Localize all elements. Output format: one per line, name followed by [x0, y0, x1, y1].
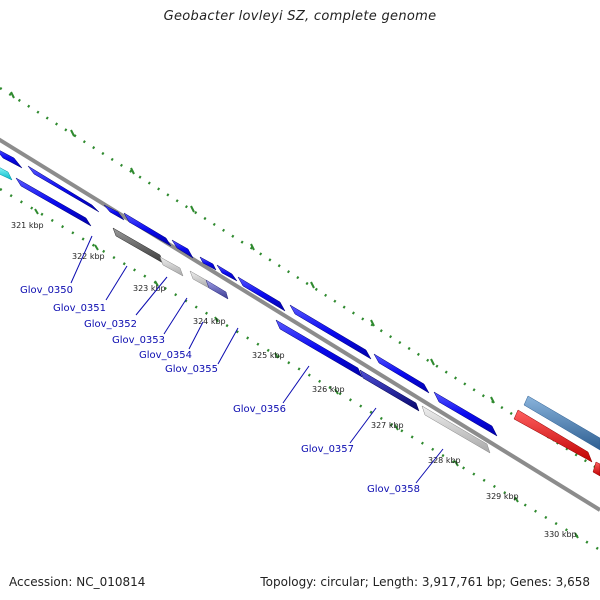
inner-major-ticks	[34, 208, 579, 539]
gene-label-glov-0351: Glov_0351	[53, 303, 106, 314]
gene-label-glov-0355: Glov_0355	[165, 364, 218, 375]
kbp-label: 329 kbp	[486, 492, 519, 501]
cds-outer-6	[216, 264, 238, 282]
cds-inner-2	[159, 256, 184, 277]
cds-inner-6	[359, 369, 420, 412]
cds-outer-10	[433, 391, 498, 437]
cds-inner-red-2	[592, 461, 600, 477]
kbp-label: 322 kbp	[72, 252, 105, 261]
genome-backbone	[0, 137, 600, 512]
gene-labels: Glov_0350 Glov_0351 Glov_0352 Glov_0353 …	[20, 285, 420, 495]
kbp-label: 321 kbp	[11, 221, 44, 230]
cds-outer-5	[199, 256, 217, 271]
accession-text: Accession: NC_010814	[9, 575, 146, 589]
map-title: Geobacter lovleyi SZ, complete genome	[163, 9, 437, 24]
cds-inner-4	[205, 279, 229, 300]
cds-inner-cyan	[0, 167, 13, 181]
cds-inner-red	[513, 409, 593, 463]
gene-label-glov-0353: Glov_0353	[112, 335, 165, 346]
kbp-label: 323 kbp	[133, 284, 166, 293]
gene-label-glov-0356: Glov_0356	[233, 404, 286, 415]
forward-strand-features	[0, 150, 600, 451]
reverse-strand-features	[0, 167, 600, 477]
cds-outer-9	[373, 353, 430, 394]
cds-outer-0	[0, 150, 23, 169]
gene-label-glov-0354: Glov_0354	[139, 350, 192, 361]
cds-outer-2	[103, 204, 125, 221]
cds-outer-1	[27, 165, 100, 213]
outer-tick-ring	[0, 86, 600, 472]
gene-label-glov-0350: Glov_0350	[20, 285, 73, 296]
kbp-labels: 321 kbp 322 kbp 323 kbp 324 kbp 325 kbp …	[11, 221, 577, 539]
kbp-label: 327 kbp	[371, 421, 404, 430]
cds-inner-0	[15, 177, 92, 227]
cds-outer-11	[523, 395, 600, 451]
kbp-label: 328 kbp	[428, 456, 461, 465]
gene-leader-lines	[70, 235, 444, 484]
cds-outer-3	[123, 212, 172, 247]
cds-outer-7	[237, 276, 286, 312]
kbp-label: 324 kbp	[193, 317, 226, 326]
kbp-label: 325 kbp	[252, 351, 285, 360]
gene-label-glov-0357: Glov_0357	[301, 444, 354, 455]
cds-outer-4	[171, 239, 194, 259]
topology-text: Topology: circular; Length: 3,917,761 bp…	[260, 575, 590, 589]
cds-inner-3	[189, 270, 210, 289]
gene-label-glov-0358: Glov_0358	[367, 484, 420, 495]
outer-major-ticks	[10, 91, 555, 442]
kbp-label: 330 kbp	[544, 530, 577, 539]
cds-outer-8	[289, 304, 372, 360]
gene-label-glov-0352: Glov_0352	[84, 319, 137, 330]
cds-inner-5	[275, 319, 363, 378]
cds-inner-7	[421, 405, 491, 454]
kbp-label: 326 kbp	[312, 385, 345, 394]
